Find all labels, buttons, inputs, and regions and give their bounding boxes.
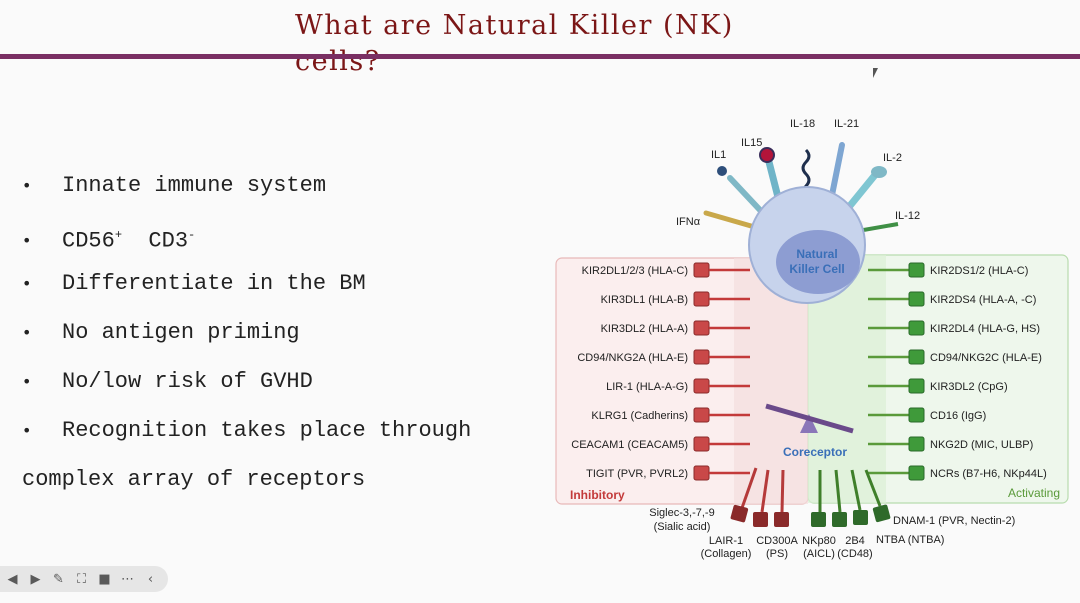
label-siglec-1: Siglec-3,-7,-9: [649, 507, 714, 519]
label-nkp80-1: NKp80: [802, 535, 836, 547]
inhibitory-receptors: KIR2DL1/2/3 (HLA-C) KIR3DL1 (HLA-B) KIR3DL…: [571, 262, 750, 481]
activating-receptor-box: [908, 349, 925, 365]
bullet-text: CD56: [62, 228, 115, 254]
screenshot-icon[interactable]: ⛶: [76, 571, 87, 587]
slide-title: What are Natural Killer (NK) cells?: [295, 10, 734, 77]
inhibitory-receptor-label: KIR3DL1 (HLA-B): [601, 294, 688, 306]
activating-receptor-box: [908, 436, 925, 452]
collapse-icon[interactable]: ‹: [147, 571, 154, 587]
activating-receptor-box: [908, 262, 925, 278]
bullet-text: Innate immune system: [62, 173, 327, 198]
inhibitory-receptor-label: TIGIT (PVR, PVRL2): [586, 468, 688, 480]
label-lair-2: (Collagen): [701, 548, 752, 560]
label-cd300-1: CD300A: [756, 535, 798, 547]
bullet-item: •Recognition takes place through: [22, 418, 472, 443]
label-ifna: IFNα: [676, 216, 701, 228]
inhibitory-receptor-box: [693, 378, 710, 394]
bullet-continuation: complex array of receptors: [22, 467, 366, 492]
label-nkp80-2: (AICL): [803, 548, 835, 560]
label-siglec-2: (Sialic acid): [654, 521, 711, 533]
nk-cell-label-1: Natural: [796, 247, 837, 261]
coreceptor-fulcrum: [800, 414, 818, 433]
inhibitory-receptor-label: KIR3DL2 (HLA-A): [601, 323, 688, 335]
inhibitory-receptor-label: KLRG1 (Cadherins): [591, 410, 688, 422]
activating-receptor-box: [908, 378, 925, 394]
inhibitory-receptor-box: [693, 262, 710, 278]
label-il18: IL-18: [790, 118, 815, 130]
bullet-item: •Differentiate in the BM: [22, 271, 366, 296]
activating-label: Activating: [1008, 486, 1060, 500]
nk-cell-nucleus: [776, 230, 860, 294]
bullet-text-2: CD3: [122, 228, 189, 254]
inhibitory-receptor-box: [693, 407, 710, 423]
bullet-item: •CD56+ CD3-: [22, 228, 196, 254]
pen-icon[interactable]: ✎: [53, 571, 64, 587]
bullet-text: No antigen priming: [62, 320, 300, 345]
activating-receptor-label: KIR2DL4 (HLA-G, HS): [930, 323, 1040, 335]
label-dnam: DNAM-1 (PVR, Nectin-2): [893, 515, 1015, 527]
label-ntba: NTBA (NTBA): [876, 534, 944, 546]
prev-icon[interactable]: ◀: [7, 571, 18, 587]
bullet-text: Recognition takes place through: [62, 418, 472, 443]
label-il21: IL-21: [834, 118, 859, 130]
inhibitory-receptor-box: [693, 349, 710, 365]
label-2b4-1: 2B4: [845, 535, 865, 547]
label-cd300-2: (PS): [766, 548, 788, 560]
label-2b4-2: (CD48): [837, 548, 872, 560]
camera-icon[interactable]: ■: [98, 571, 111, 587]
inhibitory-label: Inhibitory: [570, 488, 625, 502]
activating-receptors: KIR2DS1/2 (HLA-C) KIR2DS4 (HLA-A, -C) KIR2…: [868, 262, 1047, 481]
presentation-toolbar: ◀ ▶ ✎ ⛶ ■ ⋯ ‹: [0, 566, 168, 592]
activating-receptor-box: [908, 465, 925, 481]
inhibitory-receptor-box: [693, 465, 710, 481]
more-icon[interactable]: ⋯: [121, 571, 134, 587]
bullet-text: Differentiate in the BM: [62, 271, 366, 296]
activating-receptor-box: [908, 291, 925, 307]
inhibitory-receptor-label: LIR-1 (HLA-A-G): [606, 381, 688, 393]
nk-cell-diagram: Natural Killer Cell IL1 IL15 IL-18 IL-21…: [555, 118, 1069, 560]
bullet-item: •No/low risk of GVHD: [22, 369, 313, 394]
activating-receptor-label: KIR2DS4 (HLA-A, -C): [930, 294, 1036, 306]
inhibitory-receptor-box: [693, 291, 710, 307]
coreceptor-beam: [765, 403, 854, 434]
inhibitory-receptor-box: [693, 320, 710, 336]
bullet-item: •Innate immune system: [22, 173, 327, 198]
bullet-text: No/low risk of GVHD: [62, 369, 313, 394]
inhibitory-receptor-label: KIR2DL1/2/3 (HLA-C): [582, 265, 688, 277]
nk-cell-label-2: Killer Cell: [789, 262, 844, 276]
label-il12: IL-12: [895, 210, 920, 222]
activating-receptor-label: NCRs (B7-H6, NKp44L): [930, 468, 1047, 480]
activating-receptor-label: KIR2DS1/2 (HLA-C): [930, 265, 1028, 277]
superscript-plus: +: [114, 228, 123, 242]
inhibitory-receptor-box: [693, 436, 710, 452]
activating-receptor-box: [908, 407, 925, 423]
superscript-minus: -: [188, 228, 196, 242]
activating-receptor-label: NKG2D (MIC, ULBP): [930, 439, 1033, 451]
mouse-cursor-icon: [873, 68, 878, 78]
label-il2: IL-2: [883, 152, 902, 164]
play-icon[interactable]: ▶: [30, 571, 41, 587]
label-il1: IL1: [711, 149, 726, 161]
activating-receptor-box: [908, 320, 925, 336]
activating-receptor-label: CD94/NKG2C (HLA-E): [930, 352, 1042, 364]
bullet-item: •No antigen priming: [22, 320, 300, 345]
coreceptor-label: Coreceptor: [783, 445, 847, 459]
title-underline-bar: [0, 54, 1080, 59]
bottom-receptors: [730, 467, 891, 527]
cytokine-receptors: [703, 142, 899, 234]
activating-receptor-label: CD16 (IgG): [930, 410, 986, 422]
bullet-list: •Innate immune system •CD56+ CD3- •Diffe…: [22, 166, 471, 500]
label-il15: IL15: [741, 137, 762, 149]
inhibitory-receptor-label: CD94/NKG2A (HLA-E): [577, 352, 688, 364]
activating-receptor-label: KIR3DL2 (CpG): [930, 381, 1008, 393]
inhibitory-receptor-label: CEACAM1 (CEACAM5): [571, 439, 688, 451]
label-lair-1: LAIR-1: [709, 535, 743, 547]
